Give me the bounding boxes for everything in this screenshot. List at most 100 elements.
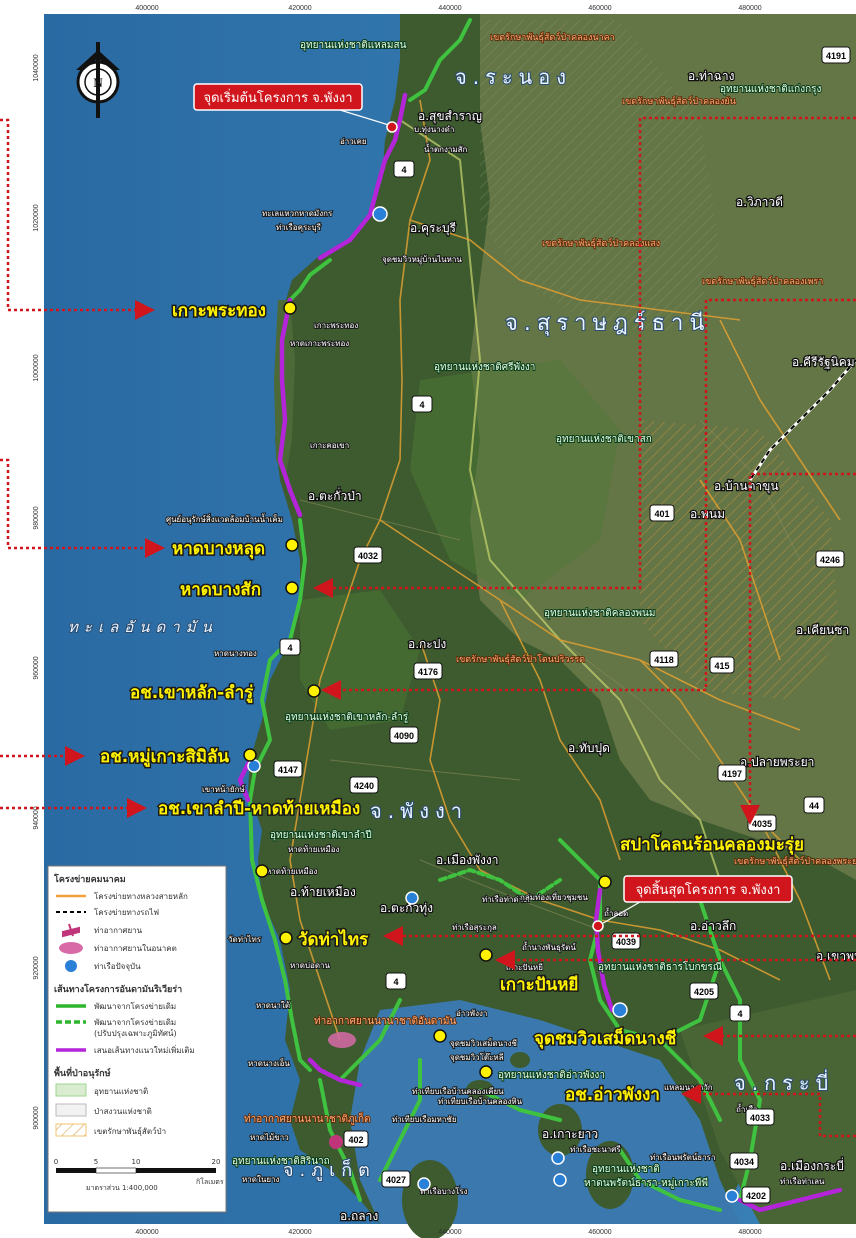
district-khiansa: อ.เคียนซา — [796, 623, 849, 637]
route-shield: 415 — [714, 661, 729, 671]
callout-community: จุดชมวิวเสม็ดนางชี — [534, 1026, 677, 1049]
island-phuket-part — [402, 1160, 458, 1238]
airplane-icon — [62, 923, 80, 938]
x-tick-top-1: 420000 — [288, 5, 311, 12]
route-shield: 4 — [393, 977, 398, 987]
callout-kohphrathong: เกาะพระทอง — [172, 301, 266, 321]
sea-label: ทะเลอันดามัน — [68, 618, 218, 636]
route-shield: 401 — [654, 509, 669, 519]
place-33: หาดไม้ขาว — [250, 1133, 289, 1142]
park-hatnoppharat-2: หาดนพรัตน์ธารา-หมู่เกาะพีพี — [584, 1177, 708, 1189]
route-shield: 4 — [287, 643, 292, 653]
place-34: หาดในยาง — [242, 1175, 280, 1184]
district-wiphawadi: อ.วิภาวดี — [736, 195, 783, 209]
park-siphangnga: อุทยานแห่งชาติศรีพังงา — [434, 361, 535, 373]
district-suksamran: อ.สุขสำราญ — [418, 109, 482, 124]
route-shield: 4240 — [354, 781, 374, 791]
krabi-land — [680, 990, 856, 1224]
poi-marker-watthakrai — [279, 931, 293, 945]
place-20: ท่าเรือสุระกุล — [452, 923, 497, 932]
callout-watthakrai: วัดท่าไทร — [298, 929, 369, 950]
district-kohyao: อ.เกาะยาว — [542, 1127, 598, 1141]
park-khaosok: อุทยานแห่งชาติเขาสก — [556, 434, 652, 445]
scale-10: 10 — [132, 1158, 141, 1166]
port-icon — [417, 1177, 431, 1191]
route-shield: 4197 — [722, 769, 742, 779]
place-4: ท่าเรือคุระบุรี — [276, 223, 322, 232]
airport-new: ท่าอากาศยานนานาชาติอันดามัน — [313, 1015, 457, 1048]
small-place-labels: บ.ทุ่งนางดำ น้ำตกงามสัก อ่าวเคย ทะเลแหวก… — [165, 124, 826, 1197]
place-27: ท่าเทียบเรือบ้านคลองเคียน — [412, 1087, 504, 1096]
wildlife-labels: เขตรักษาพันธุ์สัตว์ป่าคลองนาคา เขตรักษาพ… — [455, 30, 856, 868]
place-3: ทะเลแหวกหาดมังกร — [262, 209, 333, 218]
park-aophangnga: อุทยานแห่งชาติอ่าวพังงา — [498, 1070, 605, 1081]
place-6: เกาะพระทอง — [314, 321, 358, 330]
district-phanom: อ.พนม — [690, 507, 725, 521]
x-tick-bottom-4: 480000 — [738, 1229, 761, 1236]
route-shield: 4090 — [394, 731, 414, 741]
route-shield: 402 — [348, 1135, 363, 1145]
scale-unit: กิโลเมตร — [196, 1177, 224, 1186]
port-icon — [247, 759, 261, 773]
place-0: บ.ทุ่งนางดำ — [414, 125, 454, 134]
poi-marker-community — [433, 1029, 447, 1043]
legend-box: โครงข่ายคมนาคม โครงข่ายทางหลวงสายหลัก โค… — [47, 865, 227, 1213]
place-32: ท่าเรือนพรัตน์ธารา — [650, 1152, 715, 1162]
wildlife-phanom: เขตรักษาพันธุ์สัตว์ป่าคลองพระยา — [734, 855, 856, 867]
legend-route-1b: (ปรับปรุงเฉพาะภูมิทัศน์) — [94, 1028, 177, 1039]
poi-marker-spa — [598, 875, 612, 889]
legend-item-0: โครงข่ายทางหลวงสายหลัก — [94, 891, 188, 901]
place-26: จุดชมวิวโต๊ะหลี — [450, 1052, 504, 1062]
wildlife-saeng: เขตรักษาพันธุ์สัตว์ป่าคลองแสง — [542, 237, 660, 249]
district-thaimuang: อ.ท้ายเหมือง — [290, 885, 356, 899]
y-tick-1: 1020000 — [33, 204, 40, 231]
x-tick-top-0: 400000 — [135, 5, 158, 12]
route-shield: 4032 — [358, 551, 378, 561]
route-shield: 44 — [809, 801, 819, 811]
port-icon — [553, 1173, 567, 1187]
route-shield: 4191 — [826, 51, 846, 61]
place-31: ท่าเรือชะนาศรี — [570, 1145, 621, 1154]
poi-marker-kohpanyee — [479, 948, 493, 962]
y-tick-3: 980000 — [33, 506, 40, 529]
park-thanbok: อุทยานแห่งชาติธารโบกขรณี — [598, 960, 722, 973]
place-13: หาดท้ายเหมือง — [266, 867, 318, 876]
place-30: ท่าเรือบางโรง — [420, 1186, 468, 1196]
place-1: น้ำตกงามสัก — [424, 143, 468, 154]
district-khirirat: อ.คีรีรัฐนิคม — [792, 355, 855, 369]
park-zone-khaosok — [410, 360, 620, 600]
y-tick-2: 1000000 — [33, 354, 40, 381]
poi-marker-kohphrathong — [283, 301, 297, 315]
callout-spa: สปาโคลนร้อนคลองมะรุ่ย — [620, 834, 804, 855]
park-hatnoppharat: อุทยานแห่งชาติ — [592, 1164, 660, 1175]
x-tick-top-2: 440000 — [438, 5, 461, 12]
legend-route-0: พัฒนาจากโครงข่ายเดิม — [94, 1001, 176, 1011]
route-shield: 4034 — [734, 1157, 754, 1167]
place-18: ท่าเรือท่าด่าน — [482, 895, 529, 904]
y-tick-0: 1040000 — [33, 54, 40, 81]
port-icon — [725, 1189, 739, 1203]
place-17: หาดนางเอ็น — [248, 1058, 290, 1068]
airport-phuket: ท่าอากาศยานนานาชาติภูเก็ต — [243, 1110, 371, 1149]
scale-ratio: มาตราส่วน 1:400,000 — [86, 1184, 158, 1192]
place-25: จุดชมวิวเสม็ดนางชี — [450, 1038, 518, 1048]
place-21: ถ้ำลอด — [604, 907, 628, 918]
wildlife-kraburi: เขตรักษาพันธุ์สัตว์ป่าโตนปริวรรต — [456, 653, 585, 665]
route-shield: 4118 — [654, 655, 674, 665]
port-icon — [551, 1151, 565, 1165]
project-start-label: จุดเริ่มต้นโครงการ จ.พังงา — [204, 89, 353, 106]
route-shield: 4246 — [820, 555, 840, 565]
legend-route-1: พัฒนาจากโครงข่ายเดิม — [94, 1017, 176, 1027]
axis-left: 1040000 1020000 1000000 980000 960000 94… — [33, 54, 40, 1129]
place-2: อ่าวเคย — [340, 137, 367, 146]
route-shields: 4 4 4 4 4 401 4032 415 4118 4090 4240 41… — [273, 46, 851, 1204]
scale-0: 0 — [54, 1158, 58, 1166]
place-14: วัดท่าไทร — [228, 935, 262, 944]
place-7: หาดเกาะพระทอง — [290, 339, 349, 348]
port-icon — [372, 206, 388, 222]
poi-marker-khaolak — [307, 684, 321, 698]
place-11: เขาหน้ายักษ์ — [202, 784, 245, 794]
legend-title: โครงข่ายคมนาคม — [53, 873, 126, 885]
district-thalang: อ.ถลาง — [340, 1209, 378, 1223]
